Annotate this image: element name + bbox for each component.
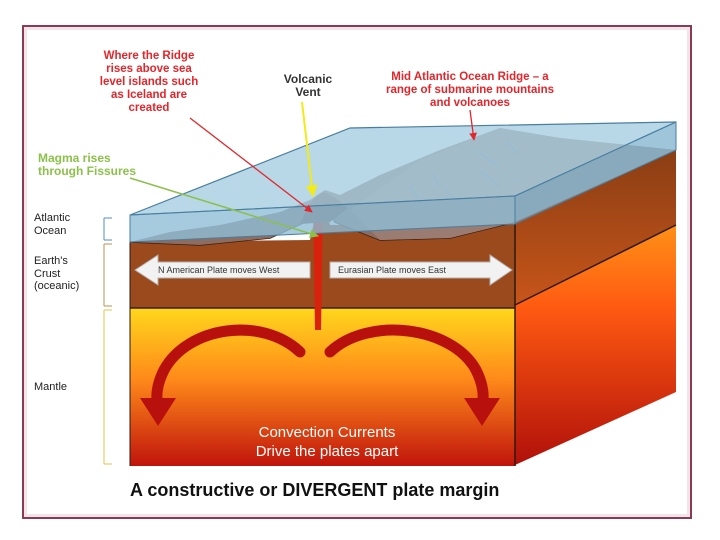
islands-pointer <box>189 117 313 213</box>
ridge-pointer <box>469 109 477 141</box>
crust-bracket <box>103 243 112 307</box>
west-arrow <box>134 254 311 286</box>
right-plate-label: Eurasian Plate moves East <box>338 265 447 275</box>
diagram-caption: A constructive or DIVERGENT plate margin <box>130 480 500 500</box>
convection-line-2: Drive the plates apart <box>256 443 399 460</box>
convection-arrow-left <box>151 324 306 410</box>
convection-arrow-right <box>324 324 489 410</box>
ocean-bracket <box>103 217 112 241</box>
volcanic-vent-label: Volcanic Vent <box>283 72 333 99</box>
mantle-bracket <box>103 309 112 465</box>
east-arrow <box>329 254 513 286</box>
convection-line-1: Convection Currents <box>259 424 396 441</box>
mantle-front-face <box>130 308 515 466</box>
magma-pointer <box>129 177 319 238</box>
left-plate-label: N American Plate moves West <box>158 265 280 275</box>
atlantic-ocean-label: Atlantic Ocean <box>34 212 71 237</box>
vent-pointer <box>301 101 318 198</box>
mid-atlantic-ridge-label: Mid Atlantic Ocean Ridge – a range of su… <box>385 71 555 109</box>
earths-crust-label: Earth's Crust (oceanic) <box>34 255 80 292</box>
mantle-label: Mantle <box>34 381 68 393</box>
crust-side-face <box>515 150 676 305</box>
magma-label: Magma rises through Fissures <box>38 151 137 178</box>
ridge-islands-label: Where the Ridge rises above sea level is… <box>99 50 199 114</box>
